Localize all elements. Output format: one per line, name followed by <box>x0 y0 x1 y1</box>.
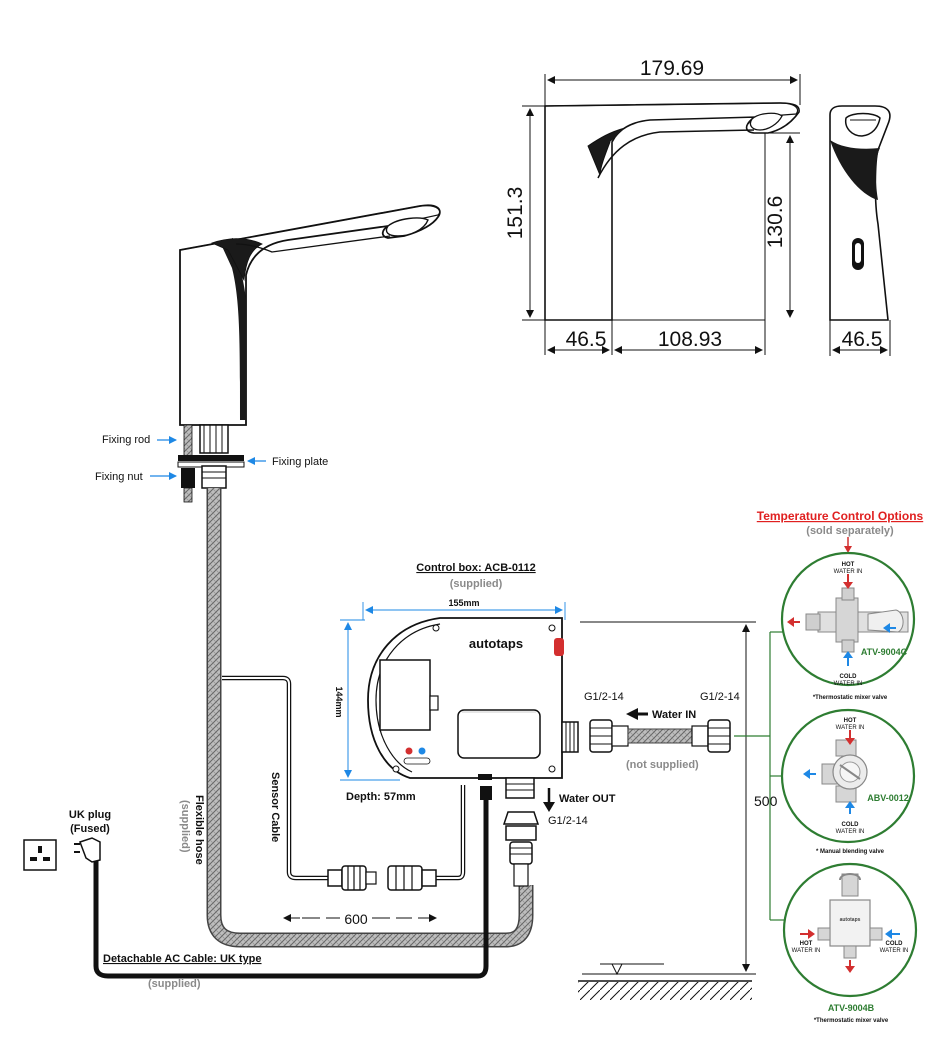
dim-height-total: 151.3 <box>504 187 527 240</box>
ac-cable-label: Detachable AC Cable: UK type <box>103 953 262 965</box>
sensor-connectors <box>327 865 437 891</box>
water-out-label: Water OUT <box>559 793 616 805</box>
label-fixing-plate: Fixing plate <box>272 456 328 468</box>
option-abv-0012: HOT WATER IN COLD WATER IN ABV-0012 <box>780 708 916 844</box>
control-box-dimensions <box>340 602 566 781</box>
thread-left: G1/2-14 <box>584 691 624 703</box>
option-atv-9004b: autotaps HOT WATER IN COLD WATER IN <box>782 862 918 998</box>
ac-cable-supplied: (supplied) <box>148 978 201 990</box>
flexible-hose-label: Flexible hose <box>193 795 205 865</box>
temp-options-subtitle: (sold separately) <box>806 525 894 537</box>
dim-height-spout: 130.6 <box>764 196 787 249</box>
opt1-cold-1: COLD <box>840 674 858 680</box>
control-box-brand: autotaps <box>469 636 523 651</box>
control-box-depth: Depth: 57mm <box>346 791 416 803</box>
outlet-fitting <box>502 811 540 887</box>
opt1-hot-2: WATER IN <box>834 569 863 575</box>
dim-width: 179.69 <box>640 57 704 80</box>
opt2-caption: * Manual blending valve <box>816 849 885 855</box>
hose-length-value: 600 <box>344 911 368 927</box>
flexible-hose-supplied: (supplied) <box>179 800 191 853</box>
flexible-hose <box>206 488 534 948</box>
control-box-supplied: (supplied) <box>450 578 503 590</box>
opt2-hot-2: WATER IN <box>836 725 865 731</box>
opt3-brand: autotaps <box>840 917 861 923</box>
faucet-label-leaders <box>150 436 266 480</box>
opt2-model: ABV-0012 <box>867 793 909 803</box>
opt2-hot-1: HOT <box>844 718 857 724</box>
side-view-drawing <box>829 105 891 321</box>
front-view-drawing <box>544 102 800 321</box>
opt2-cold-2: WATER IN <box>836 829 865 835</box>
title-arrow <box>844 537 852 553</box>
control-box-height: 144mm <box>334 686 344 717</box>
temp-options-title: Temperature Control Options <box>757 509 924 523</box>
water-in-label: Water IN <box>652 709 696 721</box>
control-box-drawing: autotaps <box>367 617 579 799</box>
label-fixing-rod: Fixing rod <box>102 434 150 446</box>
opt3-cold-2: WATER IN <box>880 948 909 954</box>
opt3-hot-1: HOT <box>800 941 813 947</box>
control-box-title: Control box: ACB-0112 <box>416 562 535 574</box>
opt2-cold-1: COLD <box>842 822 860 828</box>
dimension-lines <box>522 74 801 355</box>
option-atv-9004c: HOT WATER IN COLD WATER IN ATV-9004C <box>780 551 916 687</box>
sensor-cable <box>222 675 466 881</box>
opt3-cold-1: COLD <box>886 941 904 947</box>
opt3-model: ATV-9004B <box>828 1003 875 1013</box>
opt3-caption: *Thermostatic mixer valve <box>814 1018 889 1024</box>
faucet-drawing <box>179 204 441 426</box>
sensor-cable-label: Sensor Cable <box>269 772 281 842</box>
opt1-caption: *Thermostatic mixer valve <box>813 695 888 701</box>
opt1-cold-2: WATER IN <box>834 681 863 687</box>
label-fixing-nut: Fixing nut <box>95 471 143 483</box>
dim-base-depth: 46.5 <box>566 328 607 351</box>
uk-plug-label: UK plug <box>69 809 111 821</box>
opt1-model: ATV-9004C <box>861 647 908 657</box>
options-bracket <box>734 631 784 921</box>
water-in-arrow <box>626 708 648 720</box>
uk-socket-icon <box>23 839 57 871</box>
height-500-value: 500 <box>754 793 778 809</box>
dim-side-depth: 46.5 <box>842 328 883 351</box>
opt1-hot-1: HOT <box>842 562 855 568</box>
control-box-width: 155mm <box>448 598 479 608</box>
opt3-hot-2: WATER IN <box>792 948 821 954</box>
water-out-arrow <box>543 788 555 812</box>
fixing-assembly <box>177 424 245 503</box>
side-dimension <box>829 320 891 356</box>
thread-out: G1/2-14 <box>548 815 588 827</box>
uk-plug-fused: (Fused) <box>70 823 110 835</box>
height-dimension <box>580 621 756 975</box>
inlet-hose <box>589 719 731 753</box>
floor-symbol <box>578 963 752 1000</box>
not-supplied-label: (not supplied) <box>626 759 699 771</box>
dim-reach: 108.93 <box>658 328 722 351</box>
thread-right: G1/2-14 <box>700 691 740 703</box>
ac-cable <box>74 786 492 979</box>
